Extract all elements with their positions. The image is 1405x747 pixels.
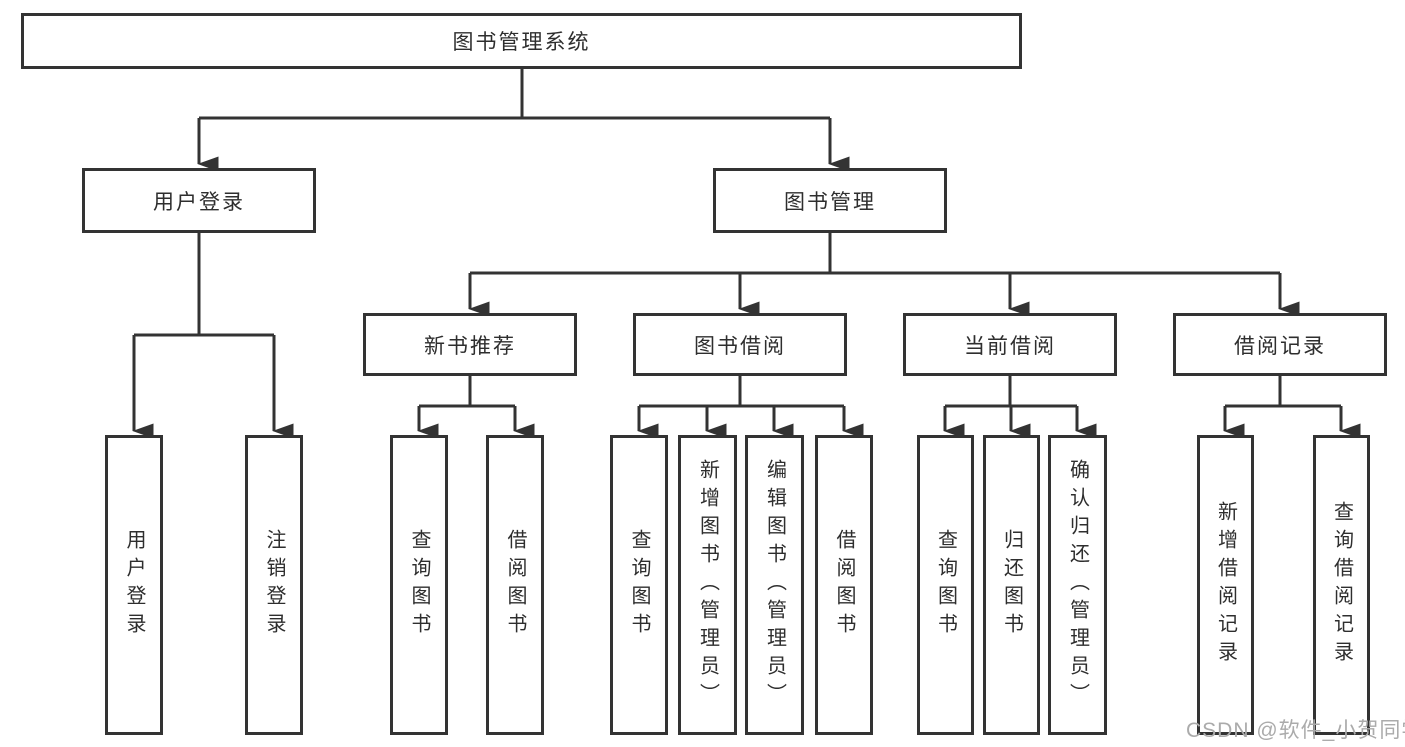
node-label: 图书借阅 <box>694 334 786 358</box>
leaf-edit-books-admin: 编辑图书（管理员） <box>745 435 804 735</box>
node-label: 用户登录 <box>153 190 245 214</box>
leaf-borrow-books-recommend: 借阅图书 <box>486 435 544 735</box>
leaf-borrow-books: 借阅图书 <box>815 435 873 735</box>
leaf-label: 借阅图书 <box>833 529 855 641</box>
node-user-login: 用户登录 <box>82 168 316 233</box>
leaf-confirm-return-admin: 确认归还（管理员） <box>1048 435 1107 735</box>
leaf-add-borrow-record: 新增借阅记录 <box>1197 435 1254 735</box>
csdn-watermark: CSDN @软件_小贺同学 <box>1186 719 1405 742</box>
node-book-management: 图书管理 <box>713 168 947 233</box>
leaf-label: 编辑图书（管理员） <box>763 459 786 711</box>
node-label: 图书管理系统 <box>452 31 591 54</box>
node-root-system: 图书管理系统 <box>21 13 1022 69</box>
leaf-user-login: 用户登录 <box>105 435 163 735</box>
node-label: 图书管理 <box>784 190 876 214</box>
node-label: 当前借阅 <box>964 334 1056 358</box>
leaf-label: 注销登录 <box>263 529 285 641</box>
node-new-book-recommend: 新书推荐 <box>363 313 577 376</box>
leaf-query-borrow-record: 查询借阅记录 <box>1313 435 1370 735</box>
node-current-borrow: 当前借阅 <box>903 313 1117 376</box>
leaf-label: 借阅图书 <box>504 529 526 641</box>
leaf-label: 用户登录 <box>123 529 145 641</box>
leaf-label: 查询图书 <box>408 529 430 641</box>
leaf-label: 归还图书 <box>1000 529 1023 641</box>
node-borrow-records: 借阅记录 <box>1173 313 1387 376</box>
leaf-label: 查询图书 <box>934 529 957 641</box>
leaf-query-books-borrow: 查询图书 <box>610 435 668 735</box>
leaf-label: 查询图书 <box>628 529 650 641</box>
node-label: 新书推荐 <box>424 334 516 358</box>
leaf-query-books-recommend: 查询图书 <box>390 435 448 735</box>
leaf-label: 确认归还（管理员） <box>1066 459 1089 711</box>
leaf-return-books: 归还图书 <box>983 435 1040 735</box>
leaf-label: 查询借阅记录 <box>1330 501 1353 669</box>
leaf-label: 新增借阅记录 <box>1214 501 1237 669</box>
node-book-borrow: 图书借阅 <box>633 313 847 376</box>
leaf-logout: 注销登录 <box>245 435 303 735</box>
leaf-query-books-current: 查询图书 <box>917 435 974 735</box>
node-label: 借阅记录 <box>1234 334 1326 358</box>
leaf-add-books-admin: 新增图书（管理员） <box>678 435 737 735</box>
leaf-label: 新增图书（管理员） <box>696 459 719 711</box>
